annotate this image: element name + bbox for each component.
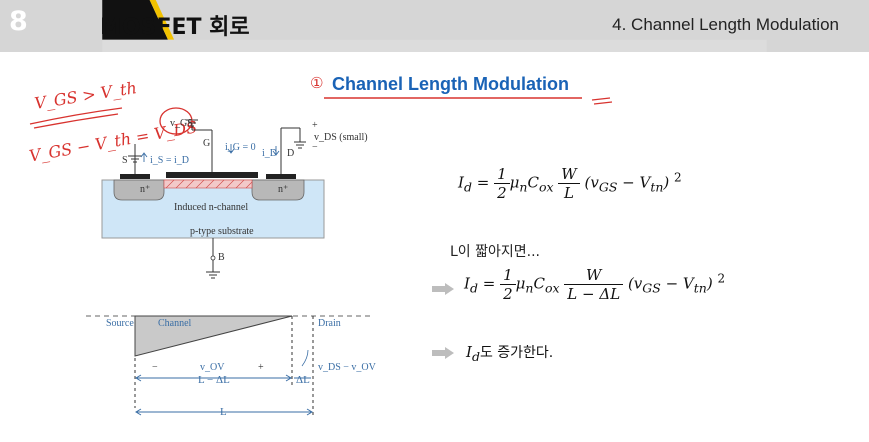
handwritten-underline: [29, 107, 123, 129]
plot-minus-label: −: [152, 362, 158, 373]
label-vgs: v_GS: [170, 118, 193, 129]
eq1-mu: μ: [509, 173, 520, 192]
chapter-title: MOSFET 회로: [100, 15, 250, 40]
label-id: i_D: [262, 148, 277, 159]
section-marker: ①: [310, 74, 324, 92]
mosfet-diagram: [101, 107, 325, 279]
eq1-lhs: I: [458, 173, 464, 192]
section-heading: 4. Channel Length Modulation: [612, 15, 839, 34]
label-n-right: n⁺: [278, 184, 289, 195]
eq1-equals: =: [476, 173, 490, 192]
label-d: D: [287, 148, 295, 159]
eq1-square: 2: [674, 170, 682, 185]
label-vds: v_DS (small): [314, 132, 368, 143]
eq2-square: 2: [717, 271, 726, 286]
eq3-text: 도 증가한다.: [479, 345, 554, 361]
plot-plus-label: +: [258, 362, 264, 373]
label-induced-channel: Induced n-channel: [174, 202, 249, 213]
eq1-c: C: [527, 173, 539, 192]
label-minus-top: −: [312, 142, 318, 153]
plot-vov-label: v_OV: [200, 362, 225, 373]
plot-channel-label: Channel: [158, 318, 192, 329]
eq1-lhs-sub: d: [463, 179, 472, 195]
section-title: Channel Length Modulation: [332, 74, 569, 94]
label-s: S: [122, 155, 128, 166]
equation-3: Id도 증가한다.: [466, 343, 554, 364]
chapter-number: 8: [9, 6, 28, 37]
plot-l-label: L: [220, 406, 227, 418]
plot-drain-label: Drain: [318, 318, 341, 329]
label-plus-top: +: [312, 120, 318, 131]
label-n-left: n⁺: [140, 184, 151, 195]
plot-dl-label: ΔL: [296, 374, 310, 386]
plot-vds-vov-label: v_DS − v_OV: [318, 362, 376, 373]
header-shape: [102, 0, 767, 52]
label-ig: i_G = 0: [225, 142, 256, 153]
label-is: i_S = i_D: [150, 155, 189, 166]
right-arrow-icon: [432, 347, 454, 359]
label-g: G: [203, 138, 211, 149]
plot-source-label: Source: [106, 318, 134, 329]
right-arrow-icon: [432, 283, 454, 295]
label-substrate: p-type substrate: [190, 226, 254, 237]
channel-profile-plot: [86, 315, 370, 418]
plot-l-minus-dl-label: L − ΔL: [198, 374, 230, 386]
l-short-text: L이 짧아지면...: [450, 244, 541, 260]
label-b: B: [218, 252, 225, 263]
title-underline: [324, 97, 613, 105]
eq1-paren: (v: [584, 173, 599, 192]
